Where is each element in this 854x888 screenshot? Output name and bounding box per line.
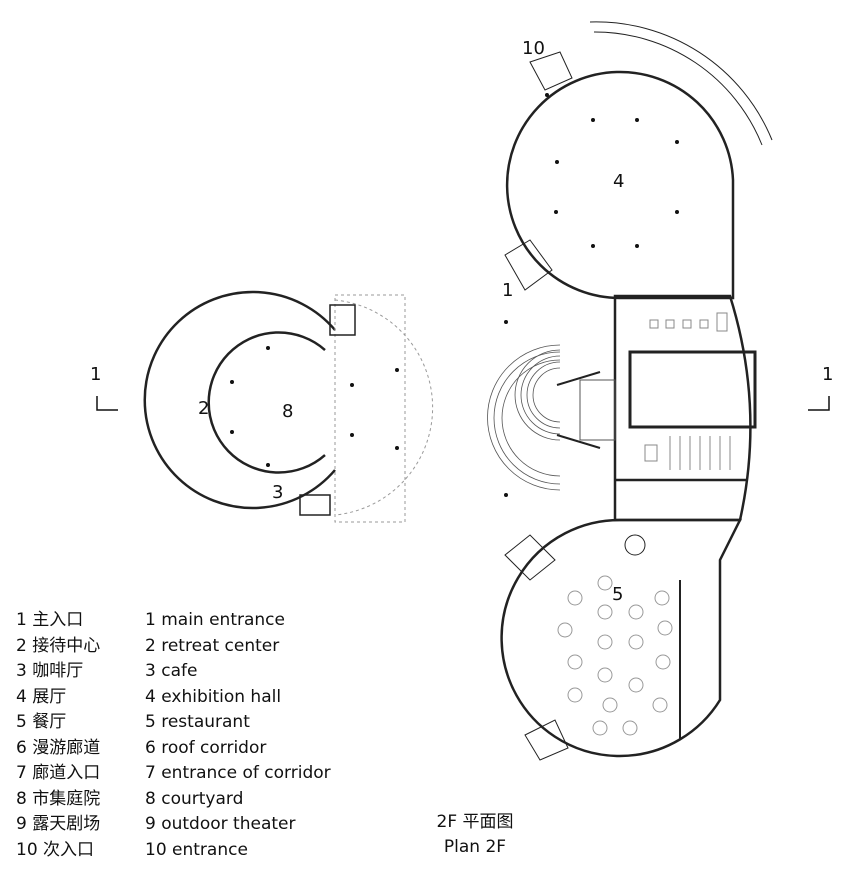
legend-item: 2 接待中心 (16, 635, 101, 656)
room-label-10: 10 (522, 38, 545, 59)
room-label-8: 8 (282, 401, 294, 422)
legend-item: 8 courtyard (145, 788, 244, 809)
legend-item: 6 漫游廊道 (16, 737, 101, 758)
exhibition-hall-circle (504, 21, 773, 300)
room-label-3: 3 (272, 482, 284, 503)
section-marks (96, 396, 830, 411)
legend-item: 10 次入口 (16, 839, 95, 860)
legend-item: 6 roof corridor (145, 737, 267, 758)
legend-item: 3 咖啡厅 (16, 661, 84, 681)
plan-title-en: Plan 2F (443, 837, 507, 857)
legend-item: 2 retreat center (145, 635, 280, 656)
legend-item: 1 main entrance (145, 610, 285, 630)
legend-item: 3 cafe (145, 661, 198, 681)
legend-item: 4 展厅 (16, 686, 67, 707)
restaurant-circle (500, 518, 743, 761)
plan-title: 2F 平面图 Plan 2F (420, 810, 530, 860)
columns (230, 93, 679, 497)
legend-item: 4 exhibition hall (145, 686, 282, 707)
legend-chinese: 1 主入口 2 接待中心 3 咖啡厅 4 展厅 5 餐厅 6 漫游廊道 7 廊道… (16, 608, 100, 863)
section-mark-left: 1 (90, 364, 102, 385)
legend-english: 1 main entrance 2 retreat center 3 cafe … (145, 608, 331, 863)
retreat-center-ring (143, 290, 434, 523)
room-label-1: 1 (502, 280, 514, 301)
legend-item: 5 餐厅 (16, 712, 67, 732)
room-label-5: 5 (612, 584, 624, 605)
room-label-4: 4 (613, 171, 625, 192)
legend-item: 7 entrance of corridor (145, 763, 331, 783)
plan-title-cn: 2F 平面图 (436, 812, 514, 832)
room-label-2: 2 (198, 398, 210, 419)
legend-item: 9 露天剧场 (16, 814, 101, 834)
restaurant-tables (557, 575, 673, 736)
legend-item: 7 廊道入口 (16, 763, 101, 783)
legend-item: 1 主入口 (16, 610, 84, 630)
legend-item: 9 outdoor theater (145, 814, 296, 834)
outdoor-theater (487, 344, 616, 491)
section-mark-right: 1 (822, 364, 834, 385)
legend-item: 8 市集庭院 (16, 788, 101, 809)
central-block (613, 294, 757, 522)
legend-item: 10 entrance (145, 839, 248, 860)
legend-item: 5 restaurant (145, 712, 250, 732)
